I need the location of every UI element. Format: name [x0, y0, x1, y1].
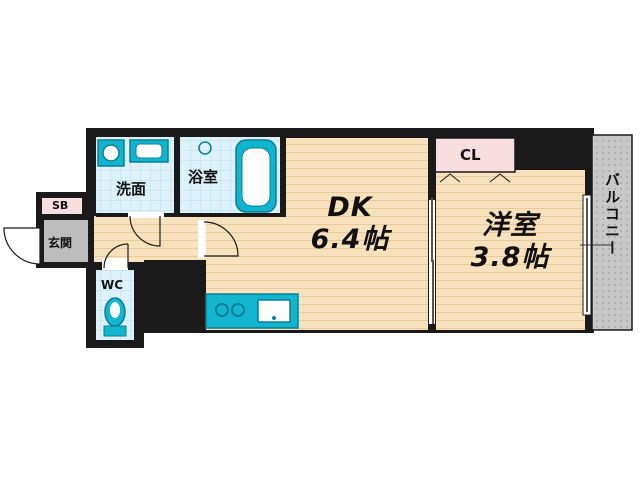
wall-bath-dk — [280, 137, 286, 215]
wall-dk-lower-left — [196, 260, 206, 332]
wall-corridor-bottom — [144, 260, 204, 270]
toilet-wall-bottom — [86, 340, 144, 348]
toilet-label: WC — [101, 278, 124, 292]
entrance-label: 玄関 — [48, 236, 73, 250]
dk-door-swing — [203, 221, 239, 257]
shoe-box-area — [42, 198, 82, 214]
bath-drain-icon — [198, 141, 212, 155]
door-gap-wc — [102, 258, 128, 270]
toilet-tank-icon — [103, 325, 127, 337]
closet-area — [434, 137, 516, 173]
entrance-door-swing — [3, 227, 41, 265]
stove-burner-icon — [215, 303, 229, 317]
closet-door-marks — [439, 173, 461, 183]
shoe-box-label: SB — [52, 199, 69, 212]
western-floor — [435, 170, 585, 330]
closet-label: CL — [460, 146, 481, 164]
toilet-wall-left — [86, 262, 96, 348]
door-gap-dk — [198, 220, 206, 258]
wc-door-swing — [103, 243, 129, 269]
washroom-label: 洗面 — [116, 180, 147, 198]
kitchen-sink-icon — [257, 299, 291, 323]
dk-floor-notch — [285, 138, 430, 148]
wall-wash-bath — [174, 137, 180, 215]
dk-room-label: DK 6.4帖 — [300, 192, 400, 256]
wall-bath-bottom — [96, 213, 286, 217]
wash-door-swing — [129, 215, 161, 247]
balcony-area — [591, 134, 633, 331]
corridor-floor — [94, 216, 206, 262]
door-gap-wash — [128, 212, 164, 218]
western-room-name: 洋室 — [482, 210, 538, 241]
dk-room-name: DK — [327, 192, 373, 223]
entrance-floor — [44, 220, 88, 262]
western-room-size: 3.8帖 — [470, 242, 550, 273]
western-room-label: 洋室 3.8帖 — [455, 210, 565, 274]
dk-room-size: 6.4帖 — [310, 224, 390, 255]
toilet-wall-right — [134, 262, 144, 348]
balcony-label: バルコニー — [603, 172, 621, 257]
bath-label: 浴室 — [188, 168, 219, 186]
